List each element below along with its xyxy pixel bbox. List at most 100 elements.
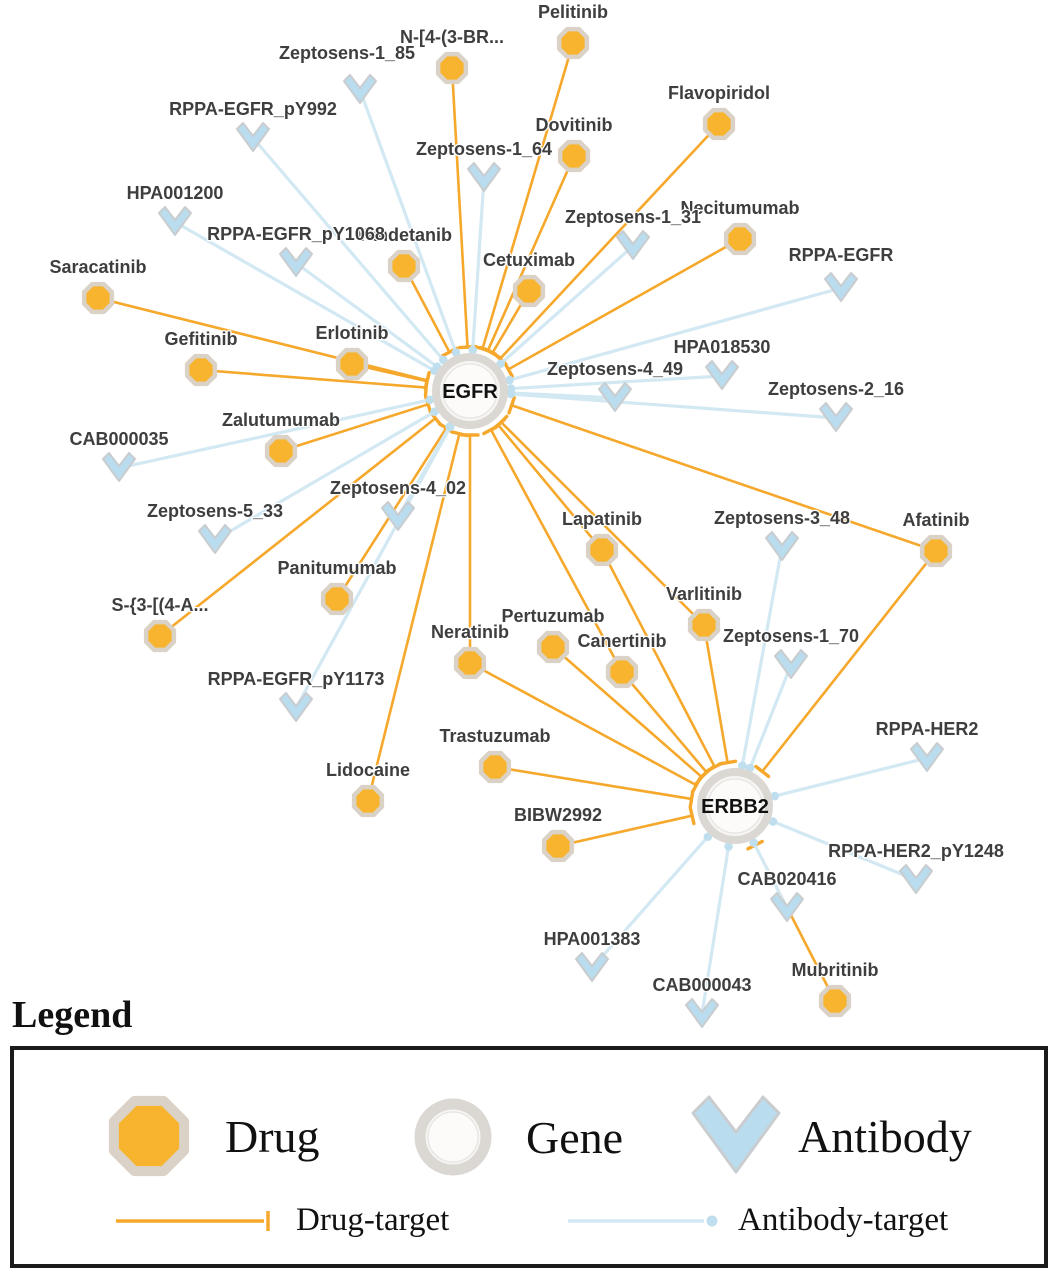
edge-drug-target-afatinib-egfr-tee xyxy=(507,396,516,415)
label-cab000043: CAB000043 xyxy=(652,975,751,995)
node-pelitinib[interactable] xyxy=(556,26,590,60)
node-cab000043[interactable] xyxy=(685,998,719,1028)
label-zeptosens-1-85: Zeptosens-1_85 xyxy=(279,43,415,63)
node-cab000035[interactable] xyxy=(102,452,136,482)
edge-antibody-target-zeptosens-1-64-egfr-dot xyxy=(468,345,477,355)
drug-octagon-icon xyxy=(723,222,757,256)
label-flavopiridol: Flavopiridol xyxy=(668,83,770,103)
drug-octagon-icon xyxy=(435,51,469,85)
drug-octagon-icon xyxy=(184,353,218,387)
node-rppa-egfr-py1173[interactable] xyxy=(279,692,313,722)
edge-drug-target-saracatinib-egfr xyxy=(97,296,428,382)
legend-antibody-target-label: Antibody-target xyxy=(738,1202,949,1238)
node-zeptosens-1-31[interactable] xyxy=(616,230,650,260)
node-zeptosens-2-16[interactable] xyxy=(819,402,853,432)
legend-box: Drug Gene Antibody Drug-target Antibody-… xyxy=(10,1046,1048,1268)
node-rppa-her2[interactable] xyxy=(910,742,944,772)
drug-octagon-icon xyxy=(556,26,590,60)
edge-drug-target-zalutumumab-egfr xyxy=(280,403,429,453)
node-panitumumab[interactable] xyxy=(320,582,354,616)
antibody-chevron-icon xyxy=(705,360,739,390)
node-pertuzumab[interactable] xyxy=(536,630,570,664)
node-hpa001200[interactable] xyxy=(158,206,192,236)
legend-item-drug: Drug xyxy=(99,1086,320,1186)
antibody-chevron-icon xyxy=(899,864,933,894)
legend-item-antibody-target: Antibody-target xyxy=(566,1202,948,1239)
edge-antibody-target-zeptosens-1-64-egfr xyxy=(471,177,486,351)
node-egfr[interactable]: EGFR xyxy=(432,353,508,429)
node-zeptosens-1-85[interactable] xyxy=(343,74,377,104)
node-cab020416[interactable] xyxy=(770,892,804,922)
node-s-3-4-a[interactable] xyxy=(143,619,177,653)
node-zeptosens-5-33[interactable] xyxy=(198,524,232,554)
edge-antibody-target-zeptosens-5-33-egfr xyxy=(214,410,436,542)
drug-octagon-icon xyxy=(351,784,385,818)
node-lidocaine[interactable] xyxy=(351,784,385,818)
label-zeptosens-5-33: Zeptosens-5_33 xyxy=(147,501,283,521)
antibody-chevron-icon xyxy=(774,649,808,679)
drug-octagon-icon xyxy=(541,829,575,863)
node-zeptosens-4-02[interactable] xyxy=(381,501,415,531)
label-cab000035: CAB000035 xyxy=(69,429,168,449)
antibody-chevron-icon xyxy=(691,1095,781,1174)
node-vandetanib[interactable] xyxy=(387,249,421,283)
drug-octagon-icon xyxy=(818,984,852,1018)
label-necitumumab: Necitumumab xyxy=(680,198,799,218)
node-hpa001383[interactable] xyxy=(575,952,609,982)
edge-drug-target-erlotinib-egfr-tee xyxy=(423,371,431,391)
edge-antibody-target-rppa-her2-py1248-erbb2-dot xyxy=(768,817,778,826)
node-flavopiridol[interactable] xyxy=(702,107,736,141)
antibody-chevron-icon xyxy=(770,892,804,922)
drug-octagon-icon xyxy=(387,249,421,283)
label-rppa-egfr-py1068: RPPA-EGFR_pY1068 xyxy=(207,224,385,244)
node-rppa-egfr[interactable] xyxy=(824,272,858,302)
node-erlotinib[interactable] xyxy=(335,347,369,381)
node-bibw2992[interactable] xyxy=(541,829,575,863)
node-varlitinib[interactable] xyxy=(687,608,721,642)
node-zeptosens-3-48[interactable] xyxy=(765,531,799,561)
edge-antibody-target-zeptosens-1-31-egfr xyxy=(499,244,635,365)
node-hpa018530[interactable] xyxy=(705,360,739,390)
label-zeptosens-3-48: Zeptosens-3_48 xyxy=(714,508,850,528)
node-zalutumumab[interactable] xyxy=(264,434,298,468)
node-neratinib[interactable] xyxy=(453,646,487,680)
gene-circle-icon xyxy=(414,1098,492,1176)
edge-drug-target-trastuzumab-erbb2 xyxy=(494,765,692,801)
drug-octagon-icon xyxy=(143,619,177,653)
node-afatinib[interactable] xyxy=(919,534,953,568)
legend-antibody-label: Antibody xyxy=(798,1111,972,1162)
edge-drug-target-lapatinib-egfr xyxy=(497,424,604,551)
node-erbb2[interactable]: ERBB2 xyxy=(697,768,773,844)
node-dovitinib[interactable] xyxy=(557,139,591,173)
label-zeptosens-1-31: Zeptosens-1_31 xyxy=(565,207,701,227)
edge-antibody-target-hpa001383-erbb2 xyxy=(590,835,710,970)
node-zeptosens-1-64[interactable] xyxy=(467,162,501,192)
label-pertuzumab: Pertuzumab xyxy=(501,606,604,626)
node-necitumumab[interactable] xyxy=(723,222,757,256)
drug-octagon-icon xyxy=(557,139,591,173)
node-trastuzumab[interactable] xyxy=(478,750,512,784)
edge-drug-target-trastuzumab-erbb2-tee xyxy=(688,789,695,809)
edge-antibody-target-zeptosens-3-48-erbb2 xyxy=(740,546,784,766)
drug-octagon-shape xyxy=(108,1095,190,1177)
node-rppa-egfr-py992[interactable] xyxy=(236,122,270,152)
node-rppa-egfr-py1068[interactable] xyxy=(279,247,313,277)
label-mubritinib: Mubritinib xyxy=(792,960,879,980)
node-cetuximab[interactable] xyxy=(512,274,546,308)
node-mubritinib[interactable] xyxy=(818,984,852,1018)
node-rppa-her2-py1248[interactable] xyxy=(899,864,933,894)
label-zeptosens-4-49: Zeptosens-4_49 xyxy=(547,359,683,379)
gene-label-erbb2: ERBB2 xyxy=(701,796,769,818)
node-canertinib[interactable] xyxy=(605,655,639,689)
legend-gene-label: Gene xyxy=(526,1111,624,1163)
edge-drug-target-flavopiridol-egfr xyxy=(499,123,720,360)
label-erlotinib: Erlotinib xyxy=(316,323,389,343)
node-n-4-3-br[interactable] xyxy=(435,51,469,85)
node-gefitinib[interactable] xyxy=(184,353,218,387)
node-saracatinib[interactable] xyxy=(81,281,115,315)
node-zeptosens-1-70[interactable] xyxy=(774,649,808,679)
drug-octagon-icon xyxy=(512,274,546,308)
node-lapatinib[interactable] xyxy=(585,533,619,567)
edge-antibody-target-zeptosens-2-16-egfr-dot xyxy=(506,389,516,399)
node-zeptosens-4-49[interactable] xyxy=(598,382,632,412)
